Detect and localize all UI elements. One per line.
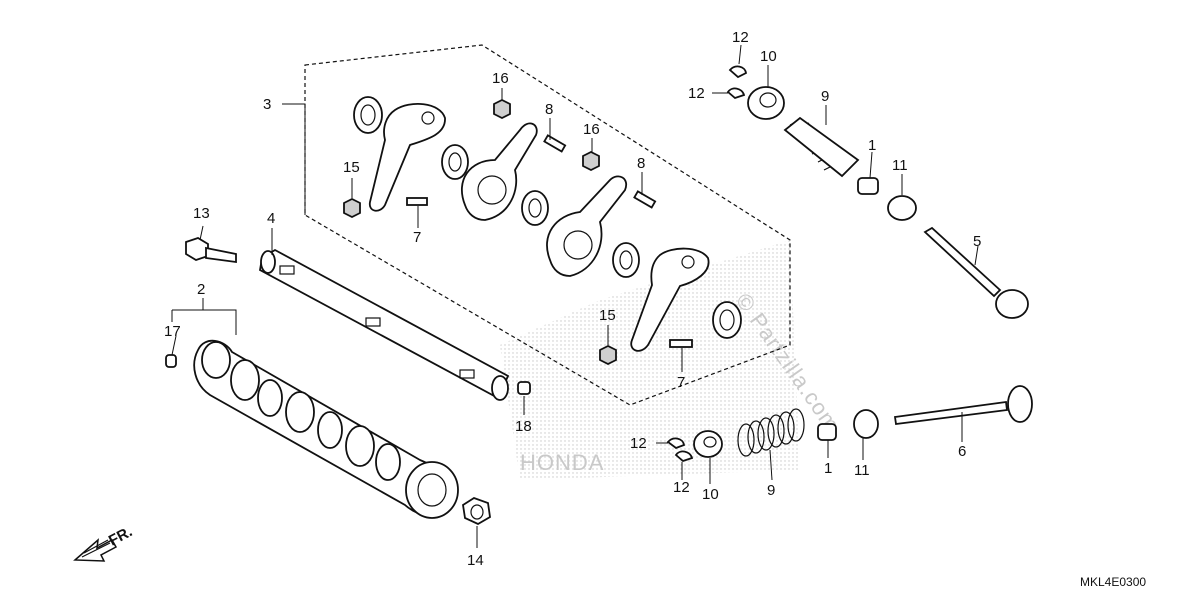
part-label-9: 9 — [767, 482, 775, 499]
rocker-arm — [460, 122, 538, 221]
part-label-10: 10 — [760, 48, 777, 65]
part-label-9: 9 — [821, 88, 829, 105]
valve-spring-seat — [853, 409, 879, 439]
washer — [521, 190, 549, 226]
part-label-16: 16 — [583, 121, 600, 138]
nut — [343, 197, 361, 219]
part-label-14: 14 — [467, 552, 484, 569]
part-label-2: 2 — [197, 281, 205, 298]
part-label-3: 3 — [263, 96, 271, 113]
part-label-18: 18 — [515, 418, 532, 435]
background-logo: HONDA — [500, 240, 800, 480]
valve-retainer — [693, 430, 723, 458]
valve-spring — [783, 116, 860, 178]
adjusting-screw — [406, 197, 428, 206]
part-label-7: 7 — [413, 229, 421, 246]
bolt — [185, 237, 237, 264]
valve-stem-seal — [857, 177, 879, 195]
valve-spring-seat — [887, 195, 917, 221]
background-logo-text: HONDA — [520, 450, 604, 475]
dowel-pin — [517, 381, 531, 395]
valve-stem-seal — [817, 423, 837, 441]
part-label-11: 11 — [854, 462, 870, 479]
valve — [893, 385, 1033, 426]
part-label-10: 10 — [702, 486, 719, 503]
part-label-1: 1 — [868, 137, 876, 154]
part-label-17: 17 — [164, 323, 181, 340]
washer — [353, 96, 383, 134]
rocker-shaft — [259, 248, 510, 401]
part-label-7: 7 — [677, 374, 685, 391]
part-label-16: 16 — [492, 70, 509, 87]
callout-labels: 1 1 2 3 4 5 6 7 7 8 8 9 9 10 10 11 11 12… — [164, 29, 981, 569]
valve-spring — [737, 408, 805, 457]
rocker-arm — [630, 247, 710, 352]
valve-cotter — [666, 437, 694, 463]
valve — [923, 226, 1029, 319]
diagram-code: MKL4E0300 — [1080, 575, 1146, 589]
part-label-12: 12 — [673, 479, 690, 496]
part-label-5: 5 — [973, 233, 981, 250]
part-label-4: 4 — [267, 210, 275, 227]
washer — [441, 144, 469, 180]
valve-retainer — [747, 86, 785, 120]
part-label-12: 12 — [630, 435, 647, 452]
part-label-8: 8 — [545, 101, 553, 118]
part-label-12: 12 — [688, 85, 705, 102]
plug — [462, 497, 491, 526]
part-label-8: 8 — [637, 155, 645, 172]
part-label-11: 11 — [892, 157, 908, 174]
washer — [712, 301, 742, 339]
adjusting-screw — [543, 134, 567, 153]
front-direction-arrow: FR. — [73, 523, 135, 562]
adjusting-screw — [669, 339, 693, 348]
nut — [599, 344, 617, 366]
part-label-1: 1 — [824, 460, 832, 477]
rocker-arm — [546, 175, 628, 277]
part-label-12: 12 — [732, 29, 749, 46]
valve-cotter — [726, 65, 747, 100]
part-label-6: 6 — [958, 443, 966, 460]
camshaft — [193, 339, 459, 519]
part-label-15: 15 — [343, 159, 360, 176]
part-label-15: 15 — [599, 307, 616, 324]
rocker-arm — [368, 103, 446, 212]
rocker-assembly-boundary — [304, 44, 791, 406]
leader-lines — [171, 44, 979, 548]
nut — [582, 150, 600, 172]
dowel-pin — [165, 354, 177, 368]
nut — [493, 98, 511, 120]
washer — [612, 242, 640, 278]
part-label-13: 13 — [193, 205, 210, 222]
adjusting-screw — [633, 190, 657, 209]
